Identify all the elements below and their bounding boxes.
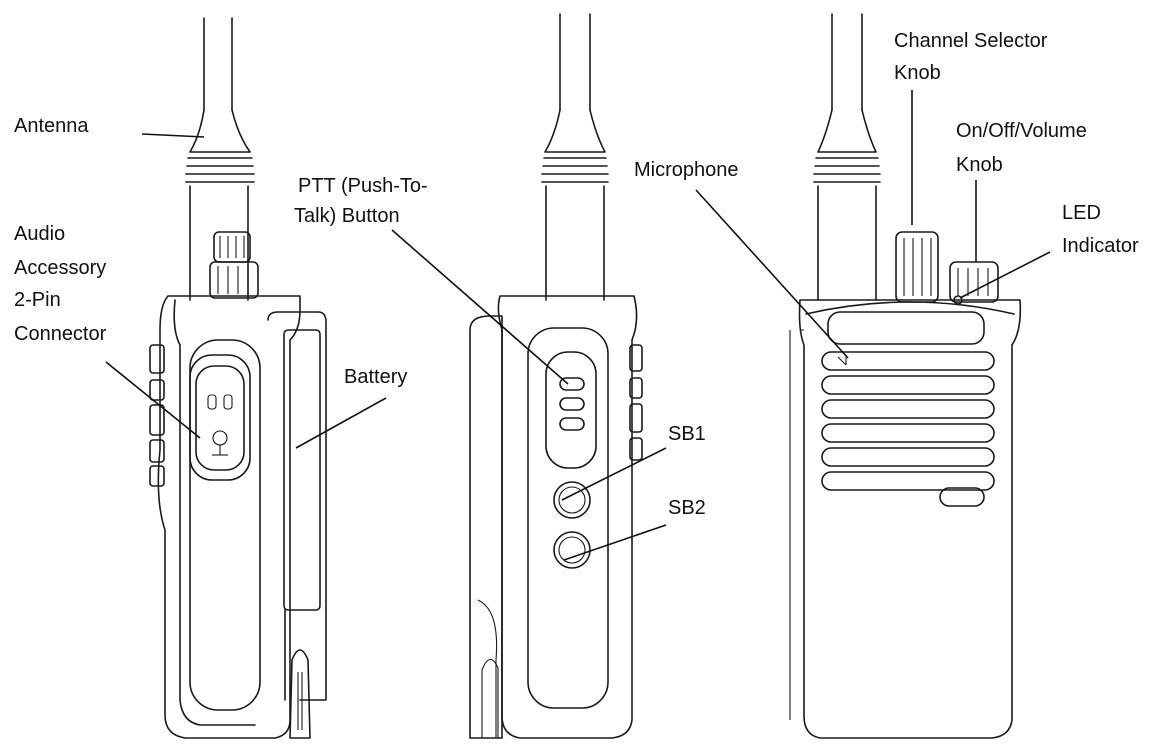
label-channel-line2: Knob (894, 62, 941, 84)
channel-selector-knob[interactable] (895, 231, 939, 303)
battery-pack (267, 311, 327, 739)
label-audio-line4: Connector (14, 323, 107, 345)
label-audio-line3: 2-Pin (14, 289, 61, 311)
label-audio-line2: Accessory (14, 257, 106, 279)
label-battery: Battery (344, 366, 407, 388)
body-right (789, 299, 1022, 739)
label-volume-line1: On/Off/Volume (956, 120, 1087, 142)
body-left (149, 295, 301, 739)
antenna-right (813, 13, 881, 301)
label-sb2: SB2 (668, 497, 706, 519)
label-led-line1: LED (1062, 202, 1101, 224)
speaker-grille (821, 351, 995, 507)
label-audio-line1: Audio (14, 223, 65, 245)
sb1-button[interactable] (553, 481, 591, 519)
label-ptt-line1: PTT (Push-To- (298, 175, 428, 197)
label-sb1: SB1 (668, 423, 706, 445)
label-microphone: Microphone (634, 159, 739, 181)
label-channel-line1: Channel Selector (894, 30, 1048, 52)
body-middle (469, 295, 643, 739)
label-volume-line2: Knob (956, 154, 1003, 176)
antenna-middle (541, 13, 609, 301)
ptt-button[interactable] (545, 351, 597, 469)
label-antenna: Antenna (14, 115, 89, 137)
audio-connector-cover (189, 354, 251, 481)
leader-lines (105, 90, 1051, 561)
led-indicator (953, 295, 963, 305)
sb2-button[interactable] (553, 531, 591, 569)
knobs-left (209, 231, 259, 299)
radio-right-rear-view (789, 13, 1022, 739)
labels: Antenna Audio Accessory 2-Pin Connector … (14, 30, 1139, 519)
label-ptt-line2: Talk) Button (294, 205, 400, 227)
volume-knob[interactable] (949, 261, 999, 303)
label-led-line2: Indicator (1062, 235, 1139, 257)
radio-middle-front-view (469, 13, 643, 739)
radio-left-side-view (149, 17, 327, 739)
